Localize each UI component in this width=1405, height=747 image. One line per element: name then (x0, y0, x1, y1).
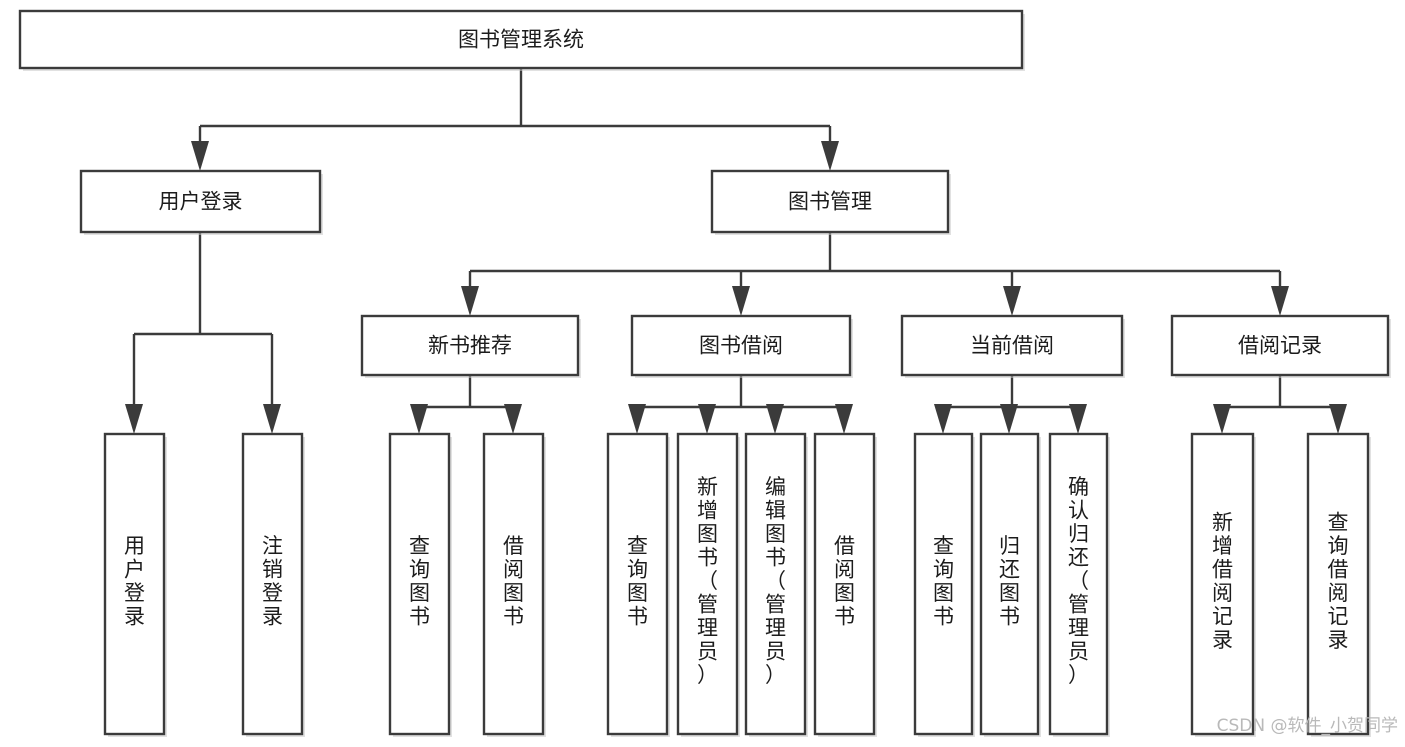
connector-layer (125, 68, 1347, 434)
connector-arrowhead (1000, 404, 1018, 434)
node-root[interactable]: 图书管理系统 (18, 9, 1025, 71)
node-box[interactable] (388, 432, 451, 736)
connector-new-book-rec-to-children (410, 375, 522, 434)
node-label: 用户登录 (124, 534, 145, 629)
node-box[interactable] (913, 432, 974, 736)
node-book-borrow[interactable]: 图书借阅 (630, 314, 853, 378)
node-leaf-user-login[interactable]: 用户登录 (103, 432, 167, 737)
connector-arrowhead (410, 404, 428, 434)
connector-arrowhead (1271, 286, 1289, 316)
connector-arrowhead (1003, 286, 1021, 316)
node-label: 当前借阅 (970, 334, 1054, 358)
node-label: 查询图书 (933, 534, 954, 629)
node-label: 确认归还（管理员） (1068, 475, 1089, 687)
connector-user-login-to-children (125, 232, 281, 434)
node-label: 图书借阅 (699, 334, 783, 358)
node-label: 查询借阅记录 (1328, 510, 1349, 652)
node-box[interactable] (813, 432, 876, 736)
node-label: 借阅记录 (1238, 334, 1322, 358)
connector-arrowhead (504, 404, 522, 434)
connector-arrowhead (934, 404, 952, 434)
node-label: 新增图书（管理员） (697, 475, 718, 687)
connector-arrowhead (732, 286, 750, 316)
node-box[interactable] (676, 432, 739, 736)
node-label: 新增借阅记录 (1212, 510, 1233, 652)
csdn-watermark: CSDN @软件_小贺同学 (1217, 716, 1398, 736)
node-label: 图书管理 (788, 190, 872, 214)
node-user-login[interactable]: 用户登录 (79, 169, 323, 235)
connector-arrowhead (821, 141, 839, 171)
connector-arrowhead (835, 404, 853, 434)
node-label: 查询图书 (627, 534, 648, 629)
node-label: 借阅图书 (503, 534, 524, 629)
node-box[interactable] (710, 169, 950, 234)
connector-arrowhead (125, 404, 143, 434)
node-label: 归还图书 (999, 534, 1020, 629)
node-leaf-rec-borrow-book[interactable]: 借阅图书 (482, 432, 546, 737)
node-label: 查询图书 (409, 534, 430, 629)
node-leaf-bb-add-book[interactable]: 新增图书（管理员） (676, 432, 740, 737)
connector-arrowhead (628, 404, 646, 434)
node-box[interactable] (360, 314, 580, 377)
node-leaf-user-logout[interactable]: 注销登录 (241, 432, 305, 737)
connector-root-to-children (191, 68, 839, 171)
node-label: 新书推荐 (428, 334, 512, 358)
node-box[interactable] (1170, 314, 1390, 377)
node-label: 图书管理系统 (458, 28, 584, 52)
connector-borrow-record-to-children (1213, 375, 1347, 434)
node-borrow-record[interactable]: 借阅记录 (1170, 314, 1391, 378)
connector-arrowhead (263, 404, 281, 434)
connector-arrowhead (191, 141, 209, 171)
node-label: 编辑图书（管理员） (765, 475, 786, 687)
connector-arrowhead (766, 404, 784, 434)
node-leaf-cb-confirm-return[interactable]: 确认归还（管理员） (1048, 432, 1110, 737)
connector-book-manage-to-children (461, 232, 1289, 316)
node-leaf-cb-query-book[interactable]: 查询图书 (913, 432, 975, 737)
connector-current-borrow-to-children (934, 375, 1087, 434)
node-box[interactable] (79, 169, 322, 234)
node-box[interactable] (744, 432, 807, 736)
node-leaf-br-add-record[interactable]: 新增借阅记录 (1190, 432, 1256, 737)
node-leaf-br-query-record[interactable]: 查询借阅记录 (1306, 432, 1371, 737)
node-label: 借阅图书 (834, 534, 855, 629)
connector-arrowhead (698, 404, 716, 434)
connector-book-borrow-to-children (628, 375, 853, 434)
node-box[interactable] (630, 314, 852, 377)
node-box[interactable] (900, 314, 1124, 377)
node-leaf-bb-query-book[interactable]: 查询图书 (606, 432, 670, 737)
node-leaf-bb-edit-book[interactable]: 编辑图书（管理员） (744, 432, 808, 737)
node-current-borrow[interactable]: 当前借阅 (900, 314, 1125, 378)
node-box[interactable] (979, 432, 1040, 736)
node-new-book-rec[interactable]: 新书推荐 (360, 314, 581, 378)
node-leaf-bb-borrow-book[interactable]: 借阅图书 (813, 432, 877, 737)
node-box[interactable] (482, 432, 545, 736)
node-box[interactable] (103, 432, 166, 736)
connector-arrowhead (1213, 404, 1231, 434)
node-box[interactable] (241, 432, 304, 736)
node-box[interactable] (18, 9, 1024, 70)
connector-arrowhead (1069, 404, 1087, 434)
node-box[interactable] (606, 432, 669, 736)
connector-arrowhead (461, 286, 479, 316)
node-box[interactable] (1048, 432, 1109, 736)
node-label: 注销登录 (262, 534, 283, 629)
node-layer: 图书管理系统用户登录图书管理新书推荐图书借阅当前借阅借阅记录用户登录注销登录查询… (18, 9, 1391, 737)
node-leaf-rec-query-book[interactable]: 查询图书 (388, 432, 452, 737)
node-label: 用户登录 (159, 190, 243, 214)
node-book-manage[interactable]: 图书管理 (710, 169, 951, 235)
connector-arrowhead (1329, 404, 1347, 434)
node-leaf-cb-return-book[interactable]: 归还图书 (979, 432, 1041, 737)
node-box[interactable] (1190, 432, 1255, 736)
node-box[interactable] (1306, 432, 1370, 736)
